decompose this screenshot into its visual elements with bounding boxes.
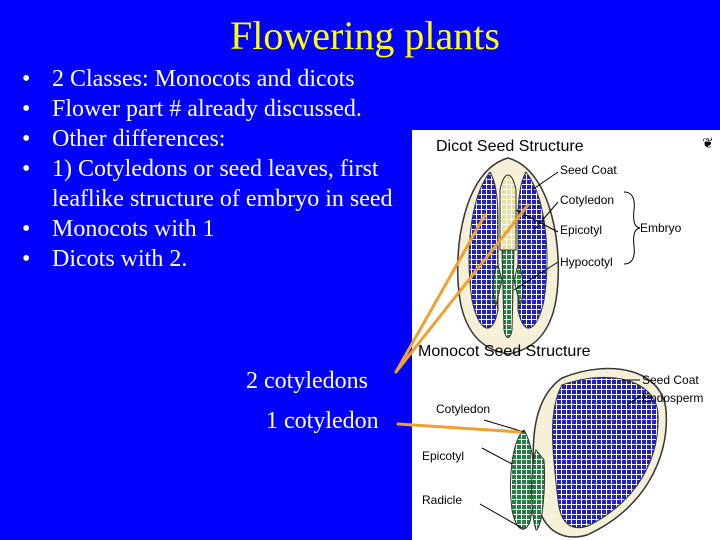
dicot-cotyledon-left xyxy=(468,171,499,329)
dicot-title: Dicot Seed Structure xyxy=(436,138,584,155)
leader-line xyxy=(483,419,525,433)
label-cotyledon: Cotyledon xyxy=(560,193,614,207)
bullet-text: Flower part # already discussed. xyxy=(52,96,362,122)
bullet-item: • Monocots with 1 xyxy=(20,214,420,244)
leader-line xyxy=(479,503,523,529)
label-hypocotyl: Hypocotyl xyxy=(560,255,613,269)
monocot-seed xyxy=(510,367,668,538)
arrow-to-left-cotyledon xyxy=(394,213,487,374)
bullet-item: • Other differences: xyxy=(20,124,420,154)
dicot-hypocotyl xyxy=(501,249,515,338)
arrow-to-right-cotyledon xyxy=(394,203,530,374)
bullet-item: • Dicots with 2. xyxy=(20,244,420,274)
flower-icon: ❦ xyxy=(702,135,714,151)
dicot-epicotyl xyxy=(499,174,517,251)
bullet-text: Dicots with 2. xyxy=(52,246,188,272)
dicot-cotyledon-right xyxy=(517,171,548,329)
bullet-text: 1) Cotyledons or seed leaves, first leaf… xyxy=(52,156,393,212)
dicot-embryo-leaf xyxy=(513,264,524,307)
bullet-text: Other differences: xyxy=(52,126,226,152)
bullet-dot: • xyxy=(22,126,31,152)
embryo-brace xyxy=(623,191,641,265)
label-radicle: Radicle xyxy=(422,493,462,507)
leader-line xyxy=(533,201,559,231)
monocot-endosperm xyxy=(552,376,659,529)
slide-title: Flowering plants xyxy=(230,13,500,58)
one-cotyledon-callout: 1 cotyledon xyxy=(266,408,379,434)
bullet-item: • Flower part # already discussed. xyxy=(20,94,420,124)
monocot-embryo-axis xyxy=(531,448,545,531)
label-embryo: Embryo xyxy=(640,221,682,235)
bullet-dot: • xyxy=(22,216,31,242)
two-cotyledons-callout: 2 cotyledons xyxy=(246,368,368,394)
label-monocot-seed-coat: Seed Coat xyxy=(642,373,699,387)
bullet-text: Monocots with 1 xyxy=(52,216,215,242)
label-monocot-cotyledon: Cotyledon xyxy=(436,402,490,416)
bullet-item: • 2 Classes: Monocots and dicots xyxy=(20,64,420,94)
monocot-title: Monocot Seed Structure xyxy=(418,343,591,360)
monocot-leader-lines xyxy=(479,379,641,529)
bullet-dot: • xyxy=(22,246,31,272)
label-epicotyl: Epicotyl xyxy=(560,223,602,237)
leader-line xyxy=(626,395,641,406)
label-endosperm: Endosperm xyxy=(642,391,703,405)
bullet-text: 2 Classes: Monocots and dicots xyxy=(52,66,355,92)
bullet-dot: • xyxy=(22,96,31,122)
dicot-seed xyxy=(456,157,560,355)
leader-line xyxy=(531,171,559,191)
bullet-item: • 1) Cotyledons or seed leaves, first lea… xyxy=(20,154,420,214)
leader-line xyxy=(513,261,559,291)
arrow-to-monocot-cotyledon xyxy=(396,422,522,434)
label-seed-coat: Seed Coat xyxy=(560,163,617,177)
seed-structure-figure: Dicot Seed Structure ❦ Seed Coat Cotyled… xyxy=(412,130,720,540)
dicot-embryo-leaf xyxy=(492,264,503,307)
seed-diagram: Dicot Seed Structure ❦ Seed Coat Cotyled… xyxy=(418,135,714,538)
leader-line xyxy=(481,447,513,465)
bullet-dot: • xyxy=(22,66,31,92)
label-monocot-epicotyl: Epicotyl xyxy=(422,449,464,463)
bullet-dot: • xyxy=(22,156,31,182)
bullet-list: • 2 Classes: Monocots and dicots • Flower … xyxy=(20,64,420,274)
